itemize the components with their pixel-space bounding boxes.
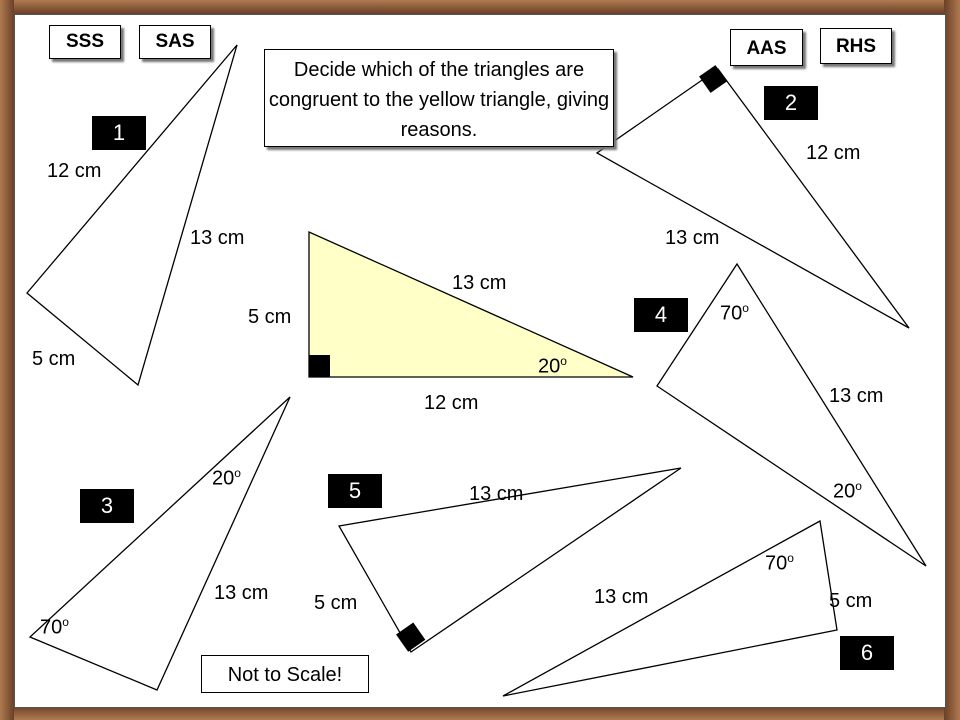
triangle-4: [656, 262, 927, 567]
triangle-1: [26, 44, 238, 387]
badge-3: 3: [80, 489, 134, 523]
triangle-6: [502, 519, 838, 697]
t3-angle-70: 70o: [40, 615, 69, 639]
t2-label-12: 12 cm: [806, 142, 861, 164]
t3-label-13: 13 cm: [214, 582, 269, 604]
triangle-2: [595, 68, 910, 329]
right-angle-mark-5: [396, 622, 426, 652]
yellow-label-12: 12 cm: [424, 392, 479, 414]
frame-top: [0, 0, 960, 14]
yellow-triangle: [308, 230, 634, 378]
t4-label-13: 13 cm: [829, 385, 884, 407]
t3-angle-20: 20o: [212, 466, 241, 490]
triangle-3: [28, 396, 291, 691]
frame-bottom: [0, 706, 960, 720]
frame-left: [0, 0, 14, 720]
instruction-box: Decide which of the triangles are congru…: [264, 49, 614, 147]
yellow-label-5: 5 cm: [248, 306, 292, 328]
t5-label-13-top: 13 cm: [469, 483, 524, 505]
t4-angle-70: 70o: [720, 301, 749, 325]
t6-label-5: 5 cm: [829, 590, 873, 612]
badge-5: 5: [328, 474, 382, 508]
rhs-box: RHS: [820, 28, 892, 64]
not-to-scale-note: Not to Scale!: [201, 655, 369, 693]
badge-4: 4: [634, 298, 688, 332]
t2-label-13: 13 cm: [665, 227, 720, 249]
sss-box: SSS: [49, 25, 121, 59]
right-angle-mark-yellow: [309, 355, 330, 377]
yellow-label-hyp: 13 cm: [452, 272, 507, 294]
badge-2: 2: [764, 86, 818, 120]
t5-label-5: 5 cm: [314, 592, 358, 614]
t1-label-12: 12 cm: [47, 160, 102, 182]
aas-box: AAS: [730, 29, 803, 66]
yellow-angle-20: 20o: [538, 354, 567, 378]
badge-1: 1: [92, 116, 146, 150]
t6-angle-70: 70o: [765, 551, 794, 575]
t4-angle-20: 20o: [833, 479, 862, 503]
t5-label-13-bottom: 13 cm: [594, 586, 649, 608]
t1-label-5: 5 cm: [32, 348, 76, 370]
right-angle-mark-2: [699, 65, 727, 93]
t1-label-13: 13 cm: [190, 227, 245, 249]
badge-6: 6: [840, 636, 894, 670]
triangle-5: [337, 467, 682, 653]
frame-right: [944, 0, 960, 720]
sas-box: SAS: [139, 25, 211, 59]
